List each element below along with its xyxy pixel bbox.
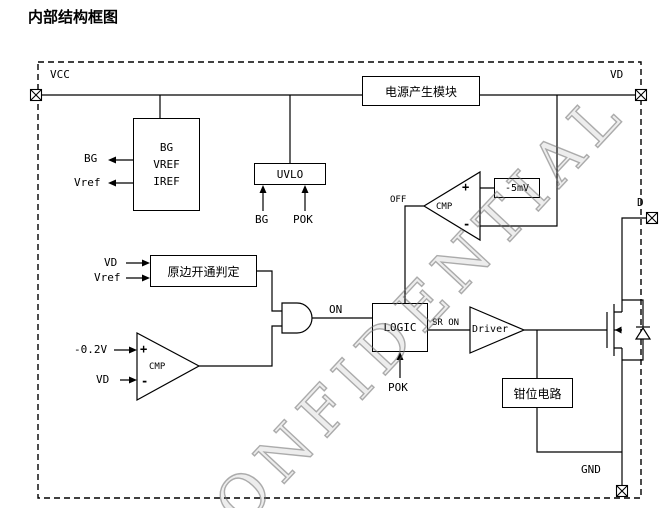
vref-out-label: Vref <box>74 176 101 189</box>
body-diode-icon <box>634 326 652 340</box>
sr-on-label: SR ON <box>432 318 460 328</box>
driver-triangle <box>469 306 526 354</box>
uvlo-pok-label: POK <box>293 213 313 226</box>
pad-gnd-icon <box>615 484 629 498</box>
uvlo-label: UVLO <box>276 167 304 181</box>
clamp-label: 钳位电路 <box>513 386 562 401</box>
pin-label-gnd: GND <box>581 463 601 476</box>
cmp-top-label: CMP <box>436 202 453 212</box>
pad-vd-icon <box>634 88 648 102</box>
logic-label: LOGIC <box>383 321 417 334</box>
power-module-block: 电源产生模块 <box>362 76 480 106</box>
clamp-block: 钳位电路 <box>502 378 573 408</box>
off-label: OFF <box>390 195 407 205</box>
uvlo-block: UVLO <box>254 163 326 185</box>
cmp-top-minus: - <box>463 217 471 231</box>
pok-label: POK <box>388 381 408 394</box>
pad-vcc-icon <box>29 88 43 102</box>
pad-d-icon <box>645 211 659 225</box>
primary-judge-block: 原边开通判定 <box>150 255 257 287</box>
cmp-bottom-minus: - <box>141 374 149 388</box>
pin-label-vcc: VCC <box>50 68 70 81</box>
comparator-bottom <box>136 332 201 402</box>
reference-block: BG VREF IREF <box>133 118 200 211</box>
cmp-top-plus: + <box>462 180 470 194</box>
driver-label: Driver <box>472 324 509 335</box>
cmp-bottom-label: CMP <box>149 362 166 372</box>
ref-line-bg: BG <box>159 141 174 154</box>
on-label: ON <box>329 303 343 316</box>
cmp2-vd-label: VD <box>96 373 110 386</box>
uvlo-bg-label: BG <box>255 213 269 226</box>
ref-line-vref: VREF <box>153 158 180 171</box>
neg02v-label: -0.2V <box>74 343 108 356</box>
primary-judge-label: 原边开通判定 <box>167 264 240 279</box>
and-gate <box>281 302 313 334</box>
ref-line-iref: IREF <box>153 175 180 188</box>
logic-block: LOGIC <box>372 303 428 352</box>
pin-label-d: D <box>637 196 644 209</box>
page-title: 内部结构框图 <box>28 8 119 26</box>
bg-out-label: BG <box>84 152 98 165</box>
pin-label-vd: VD <box>610 68 624 81</box>
comparator-top <box>422 170 481 242</box>
chip-boundary <box>37 61 642 499</box>
judge-vref-label: Vref <box>94 271 121 284</box>
cmp-bottom-plus: + <box>140 342 148 356</box>
arrowheads <box>108 156 622 384</box>
neg5mv-label: -5mV <box>504 182 530 194</box>
judge-vd-label: VD <box>104 256 118 269</box>
power-module-label: 电源产生模块 <box>384 84 457 99</box>
neg5mv-block: -5mV <box>494 178 540 198</box>
